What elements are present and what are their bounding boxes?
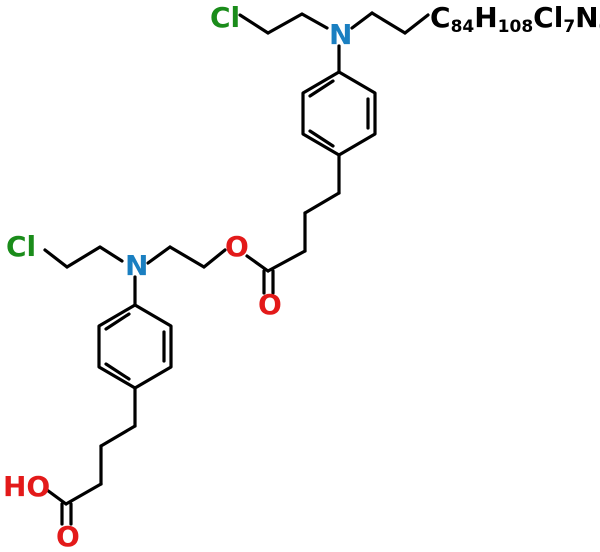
bond	[238, 13, 270, 35]
bond	[350, 11, 374, 30]
bond	[65, 245, 102, 269]
bond	[370, 11, 407, 35]
bond	[300, 12, 329, 30]
left-fragment-bonds	[43, 245, 227, 526]
bond	[45, 488, 68, 506]
bond	[64, 482, 103, 506]
atom-labels: Cl N Cl N O O HO O	[3, 1, 352, 552]
bond	[99, 424, 137, 448]
atom-hydroxyl: HO	[3, 470, 50, 503]
atom-o-carbonyl: O	[258, 288, 282, 321]
bond	[43, 248, 69, 269]
aromatic-bond	[104, 312, 131, 331]
atom-o-acid: O	[56, 520, 80, 552]
bond	[98, 245, 124, 263]
aromatic-bond	[104, 362, 131, 381]
bond	[168, 245, 206, 269]
bond	[146, 245, 172, 265]
atom-n-left: N	[125, 249, 148, 282]
benzene-ring-bottom	[97, 303, 173, 390]
bond	[266, 249, 307, 273]
benzene-ring-top	[301, 70, 377, 157]
molecular-formula: C84H108Cl7N6O12	[430, 1, 600, 37]
aromatic-bond	[308, 129, 335, 148]
atom-cl-top: Cl	[210, 1, 240, 34]
bond	[303, 191, 341, 215]
atom-n-top: N	[329, 18, 352, 51]
atom-cl-left: Cl	[6, 230, 36, 263]
bond	[266, 12, 304, 35]
bond	[403, 13, 430, 35]
bond	[245, 254, 270, 273]
top-fragment-bonds	[238, 11, 430, 295]
atom-o-ester: O	[225, 230, 249, 263]
bond	[202, 248, 227, 269]
aromatic-bond	[308, 79, 335, 98]
